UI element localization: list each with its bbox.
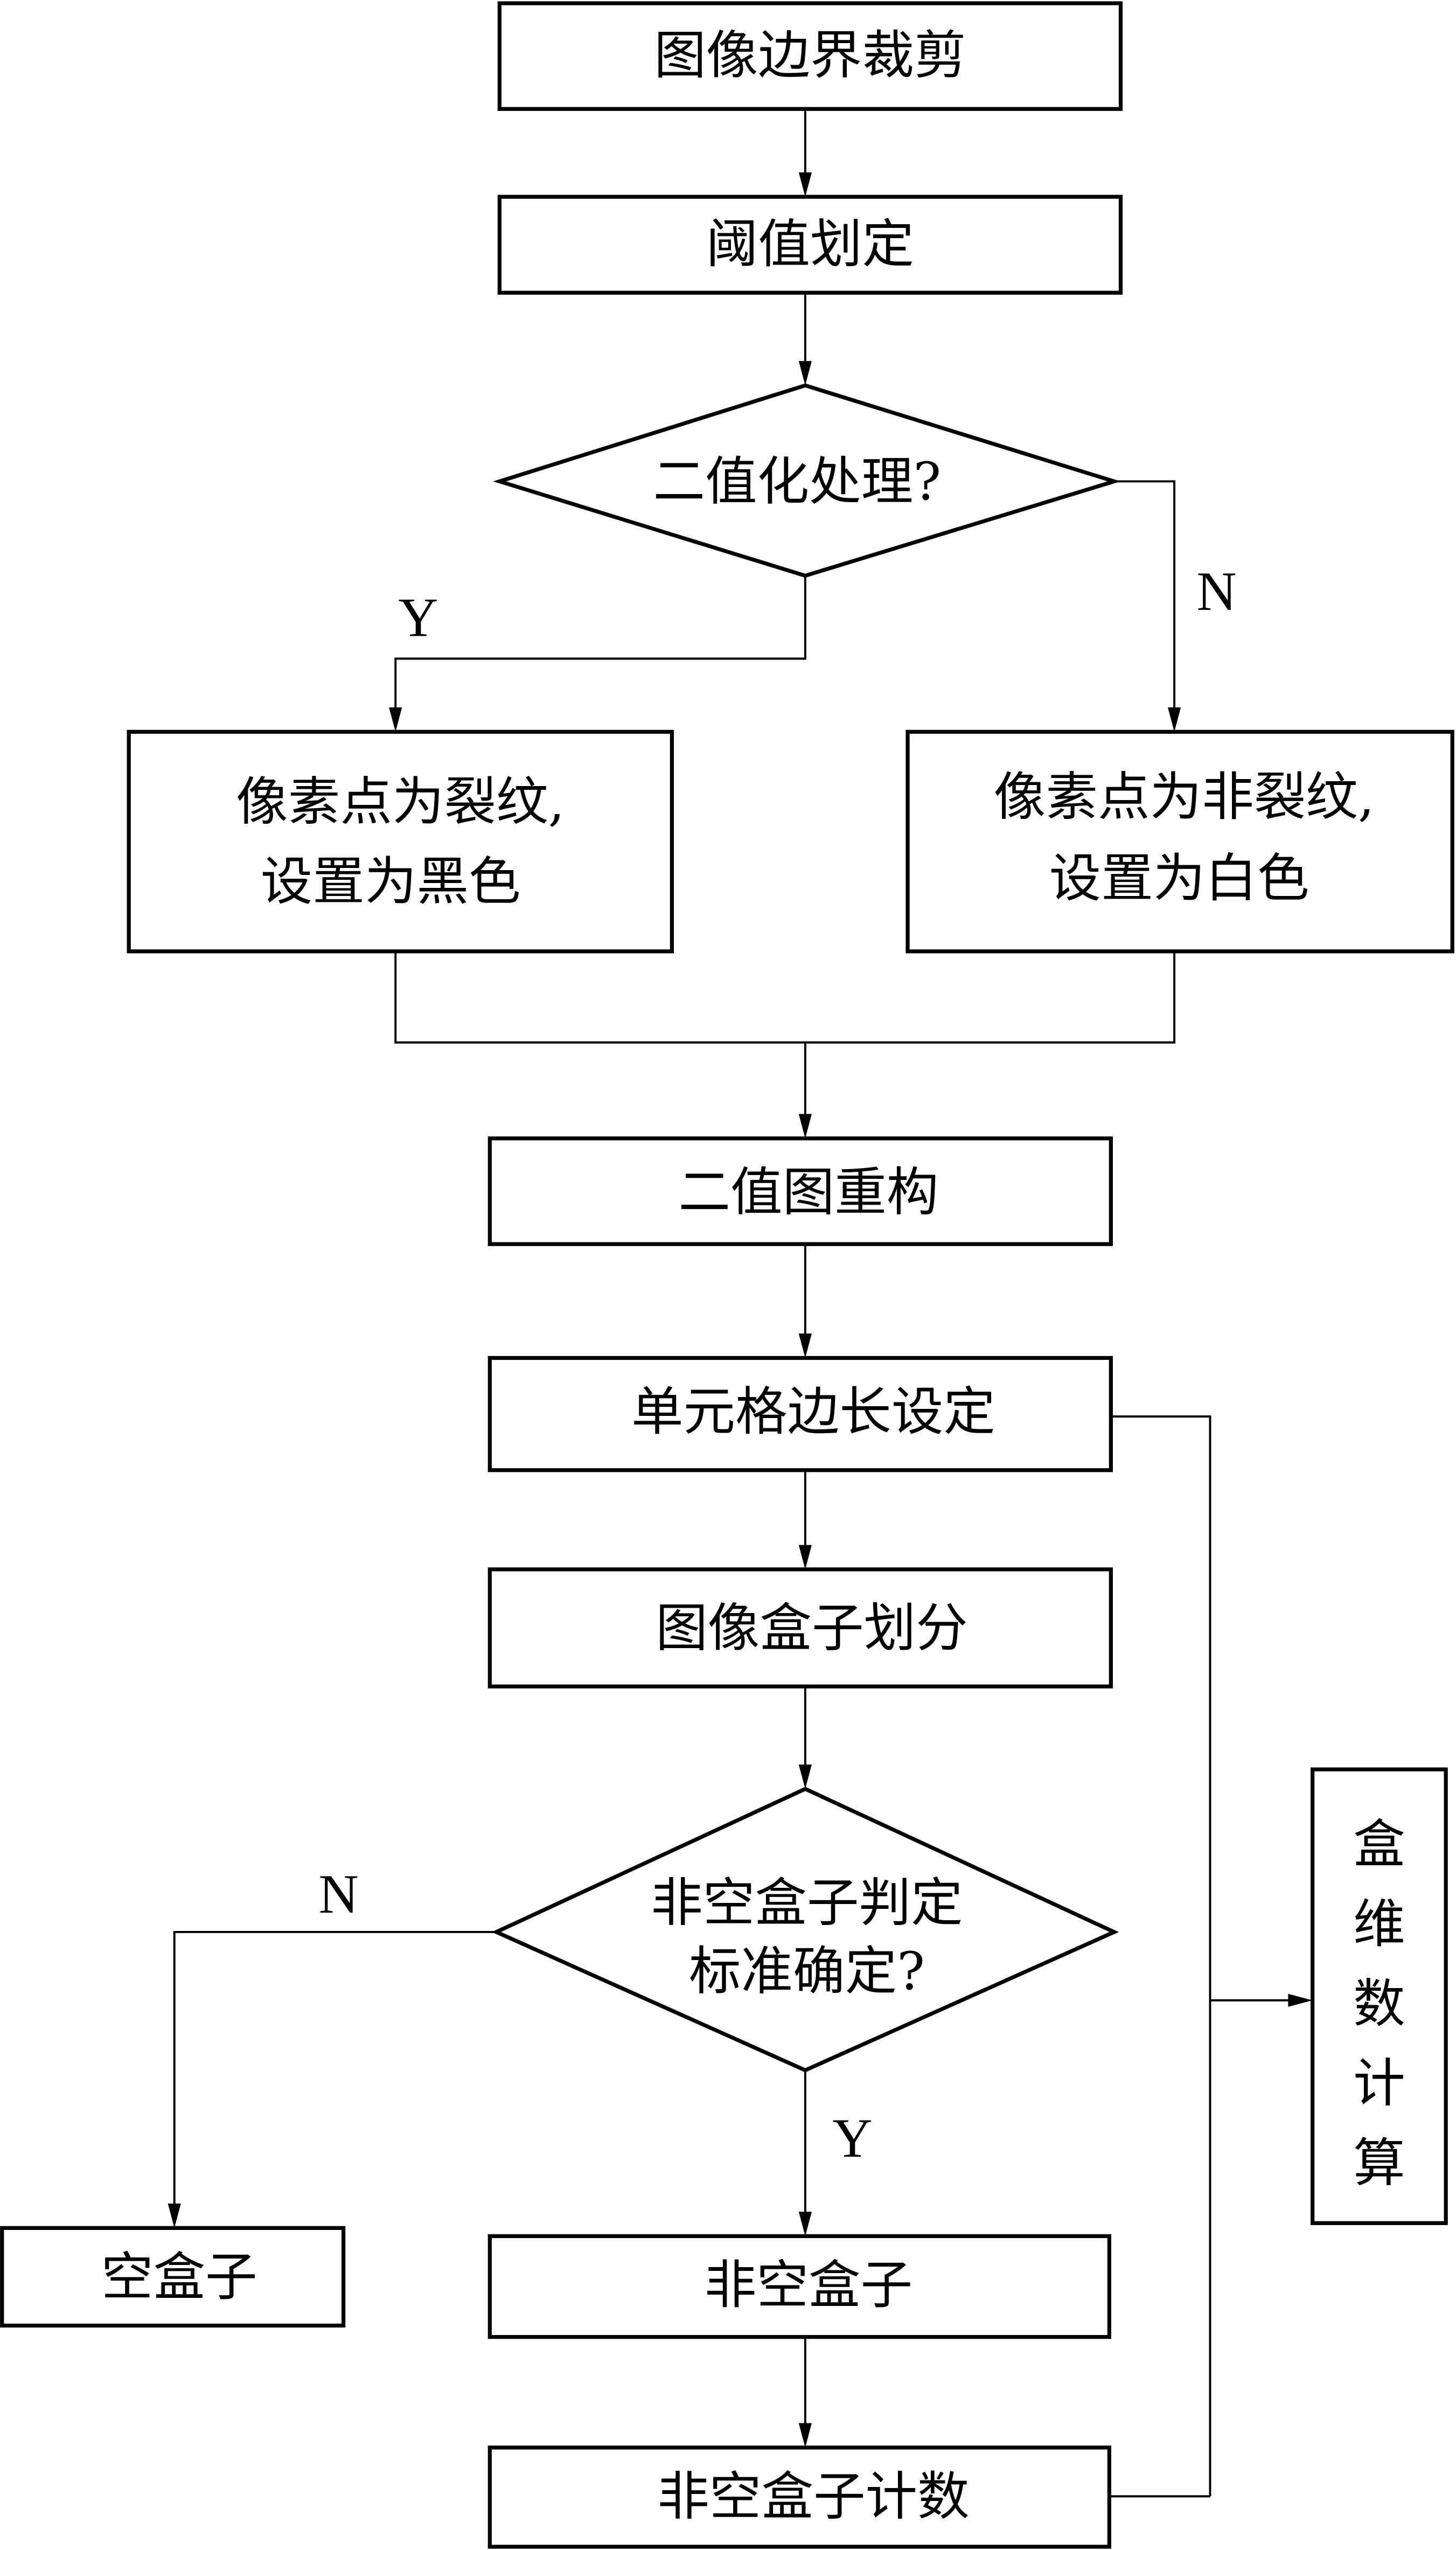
edge-nonempty-no (173, 1931, 497, 2212)
node-nonempty-count-label: 非空盒子计数 (657, 2466, 969, 2527)
node-empty-box: 空盒子 (0, 2226, 346, 2328)
edge-label-nonempty-yes: Y (832, 2108, 872, 2169)
arrowhead (1288, 1993, 1313, 2007)
node-cell-size: 单元格边长设定 (487, 1356, 1113, 1472)
decision-binarize: 二值化处理? (493, 383, 1121, 578)
node-box-dimension: 盒 维 数 计 算 (1311, 1767, 1448, 2225)
decision-nonempty: 非空盒子判定 标准确定? (491, 1787, 1119, 2073)
node-box-partition: 图像盒子划分 (487, 1567, 1113, 1689)
node-box-dimension-char: 算 (1353, 2132, 1405, 2193)
node-box-dimension-char: 盒 (1353, 1814, 1405, 1874)
node-box-partition-label: 图像盒子划分 (656, 1597, 967, 1658)
edge-label-binarize-no: N (1197, 561, 1237, 622)
node-threshold-label: 阈值划定 (706, 213, 914, 274)
arrowhead (798, 1545, 812, 1569)
node-noncrack-line1: 像素点为非裂纹, (994, 767, 1375, 828)
node-crop: 图像边界裁剪 (497, 1, 1123, 111)
node-crack-line2: 设置为黑色 (261, 851, 521, 912)
node-box-dimension-char: 数 (1353, 1973, 1405, 2034)
node-rebuild-label: 二值图重构 (678, 1162, 938, 1222)
edge-binarize-yes (394, 575, 806, 716)
node-rebuild: 二值图重构 (487, 1136, 1113, 1246)
edge-label-binarize-yes: Y (398, 588, 438, 649)
arrowhead (1168, 707, 1181, 732)
node-threshold: 阈值划定 (497, 194, 1123, 295)
node-cell-size-label: 单元格边长设定 (631, 1381, 995, 1442)
arrowhead (798, 1764, 812, 1789)
arrowhead (798, 361, 812, 386)
arrowhead (798, 1333, 812, 1358)
node-noncrack-white: 像素点为非裂纹, 设置为白色 (905, 729, 1454, 954)
arrowhead (798, 2423, 812, 2448)
decision-nonempty-line2: 标准确定? (689, 1941, 925, 2002)
edge-label-nonempty-no: N (319, 1864, 359, 1925)
node-empty-box-label: 空盒子 (101, 2246, 257, 2307)
decision-nonempty-line1: 非空盒子判定 (651, 1872, 963, 1933)
node-box-dimension-char: 维 (1353, 1893, 1405, 1954)
node-nonempty-box-label: 非空盒子 (705, 2254, 912, 2315)
node-noncrack-line2: 设置为白色 (1049, 847, 1309, 908)
arrowhead (389, 707, 402, 732)
arrowhead (168, 2204, 181, 2228)
arrowhead (798, 172, 812, 197)
edge-binarize-no (1114, 480, 1176, 716)
node-crop-label: 图像边界裁剪 (654, 25, 966, 86)
node-nonempty-count: 非空盒子计数 (487, 2445, 1111, 2549)
node-crack-line1: 像素点为裂纹, (236, 772, 565, 832)
node-nonempty-box: 非空盒子 (487, 2234, 1111, 2339)
edge-merge (394, 951, 1176, 1044)
decision-binarize-label: 二值化处理? (653, 451, 941, 512)
arrowhead (798, 2212, 812, 2236)
node-box-dimension-char: 计 (1353, 2053, 1405, 2114)
edge-cellsize-dimension (1111, 1415, 1211, 2497)
node-crack-black: 像素点为裂纹, 设置为黑色 (127, 729, 674, 954)
arrowhead (798, 1114, 812, 1138)
